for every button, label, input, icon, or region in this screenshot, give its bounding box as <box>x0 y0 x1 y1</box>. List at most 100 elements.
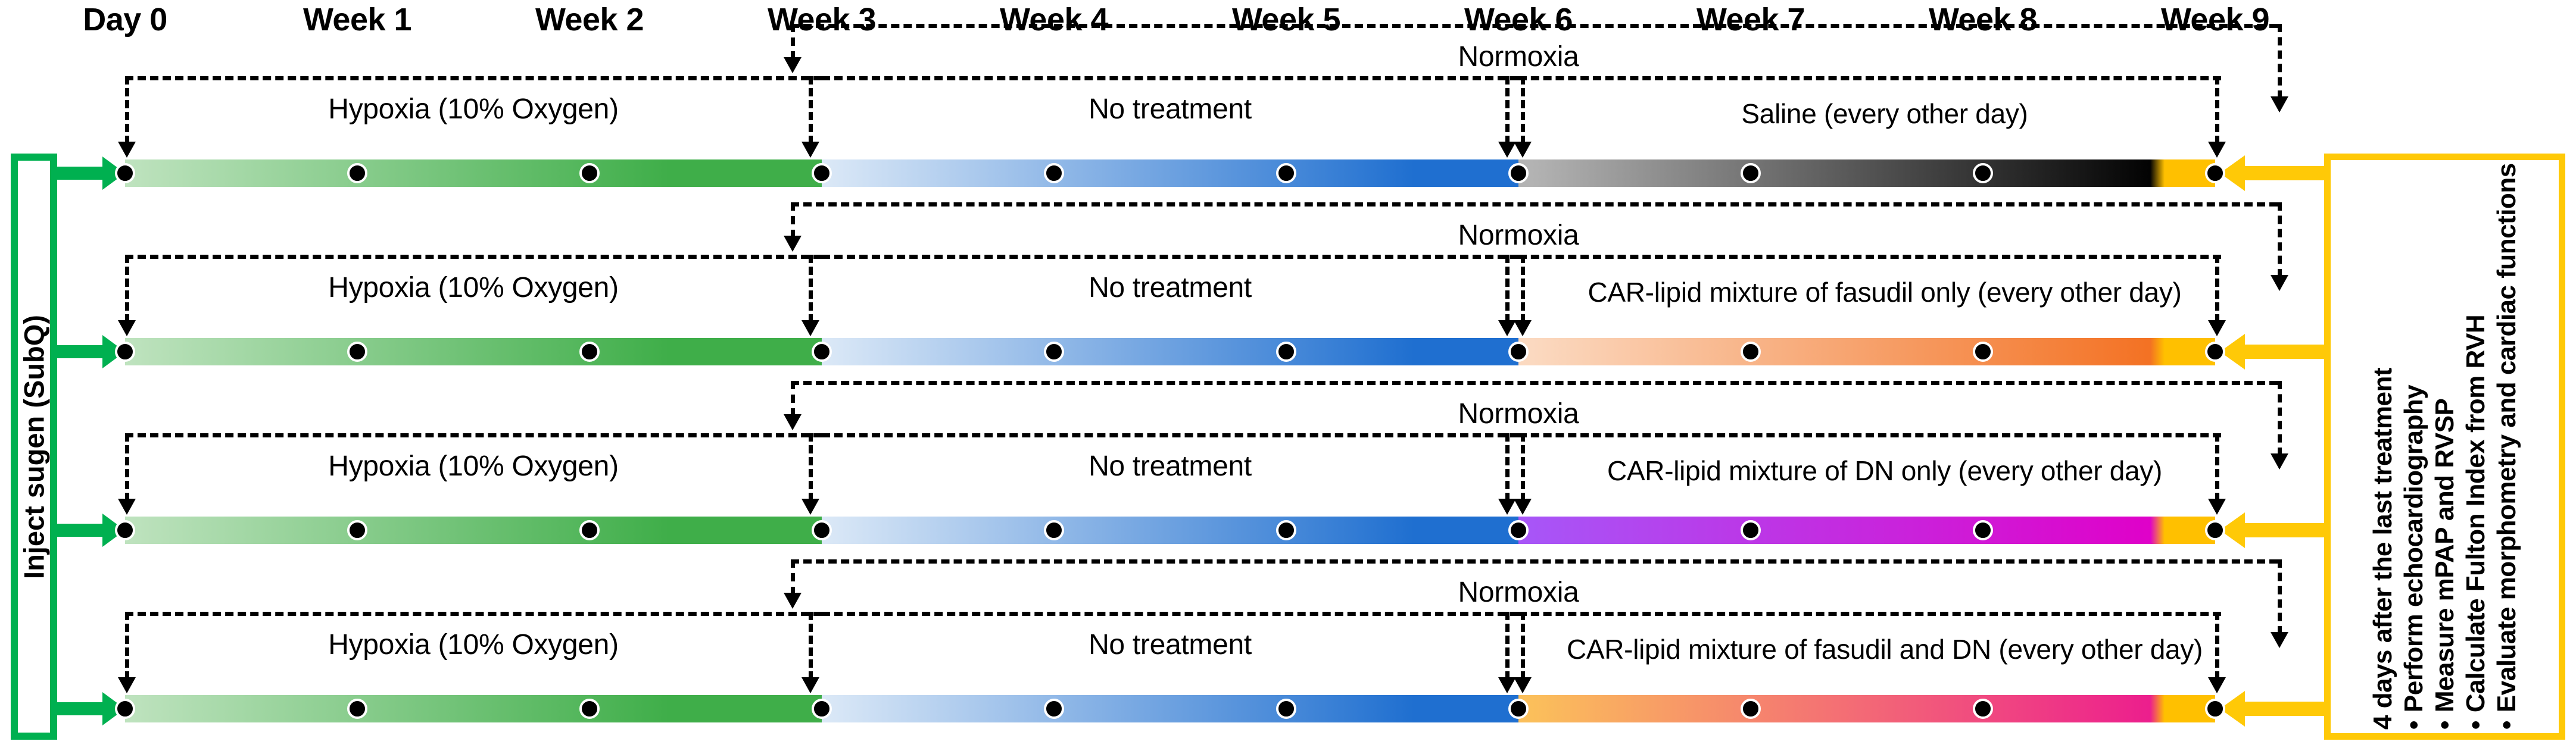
hypoxia-bracket <box>125 612 822 616</box>
outcome-arrow-0 <box>2244 166 2326 180</box>
outcome-arrow-1 <box>2244 345 2326 359</box>
no-treatment-end-stem <box>1505 255 1510 323</box>
timepoint-dot-7 <box>1741 699 1761 719</box>
treatment-bracket <box>1518 76 2221 80</box>
label-hypoxia: Hypoxia (10% Oxygen) <box>328 272 619 304</box>
timepoint-dot-8 <box>1973 163 1993 183</box>
label-normoxia: Normoxia <box>1458 398 1579 430</box>
hypoxia-bracket <box>125 255 822 259</box>
segment-treatment <box>1518 159 2215 187</box>
outcomes-box: 4 days after the last treatment • Perfor… <box>2324 154 2565 740</box>
timeline-bar <box>115 159 2225 187</box>
timepoint-dot-0 <box>115 520 135 540</box>
timepoint-dot-0 <box>115 342 135 362</box>
hypoxia-start-stem <box>125 612 129 680</box>
timepoint-dot-7 <box>1741 342 1761 362</box>
hypoxia-end-arrowhead <box>802 142 819 158</box>
timepoint-dot-2 <box>579 342 600 362</box>
outcome-item-label: Evaluate morphometry and cardiac functio… <box>2491 162 2521 712</box>
timepoint-dot-8 <box>1973 520 1993 540</box>
normoxia-start-arrowhead <box>784 57 802 73</box>
timepoint-label-1: Week 1 <box>302 2 412 37</box>
segment-recovery <box>2150 159 2215 187</box>
timepoint-dot-3 <box>812 163 832 183</box>
timepoint-dot-2 <box>579 520 600 540</box>
treatment-end-arrowhead <box>2208 320 2226 336</box>
label-no-treatment: No treatment <box>1089 629 1252 661</box>
hypoxia-bracket <box>125 433 822 437</box>
normoxia-end-arrowhead <box>2271 632 2288 648</box>
no-treatment-end-stem <box>1505 76 1510 144</box>
outcome-arrow-3 <box>2244 702 2326 716</box>
outcome-item: • Calculate Fulton Index from RVH <box>2461 314 2491 729</box>
normoxia-start-arrowhead <box>784 414 802 430</box>
timepoint-dot-1 <box>347 163 367 183</box>
timepoint-dot-9 <box>2205 342 2225 362</box>
no-treatment-end-stem <box>1505 433 1510 501</box>
inject-sugen-arrow-1 <box>50 345 104 358</box>
normoxia-start-arrowhead <box>784 593 802 609</box>
timepoint-dot-6 <box>1508 342 1529 362</box>
hypoxia-start-stem <box>125 433 129 501</box>
timepoint-dot-8 <box>1973 699 1993 719</box>
timepoint-label-9: Week 9 <box>2160 2 2270 37</box>
timepoint-dot-5 <box>1276 520 1296 540</box>
label-hypoxia: Hypoxia (10% Oxygen) <box>328 93 619 125</box>
segment-hypoxia <box>125 517 822 544</box>
outcome-item: • Measure mPAP and RVSP <box>2430 398 2460 729</box>
no-treatment-bracket <box>822 255 1518 259</box>
inject-sugen-box: Inject sugen (SubQ) <box>11 154 57 740</box>
normoxia-start-arrowhead <box>784 236 802 252</box>
normoxia-bracket <box>791 202 2278 207</box>
label-hypoxia: Hypoxia (10% Oxygen) <box>328 450 619 482</box>
timepoint-dot-4 <box>1044 342 1064 362</box>
label-no-treatment: No treatment <box>1089 450 1252 482</box>
no-treatment-end-arrowhead <box>1498 142 1516 158</box>
timepoint-label-4: Week 4 <box>999 2 1109 37</box>
timepoint-label-5: Week 5 <box>1231 2 1341 37</box>
timepoint-dot-4 <box>1044 520 1064 540</box>
inject-sugen-label: Inject sugen (SubQ) <box>18 314 50 579</box>
label-no-treatment: No treatment <box>1089 93 1252 125</box>
label-treatment: CAR-lipid mixture of DN only (every othe… <box>1607 455 2163 486</box>
timepoint-dot-1 <box>347 520 367 540</box>
treatment-bracket <box>1518 612 2221 616</box>
hypoxia-start-stem <box>125 255 129 323</box>
timepoint-dot-5 <box>1276 163 1296 183</box>
treatment-end-stem <box>2215 76 2219 144</box>
outcome-item: • Perform echocardiography <box>2399 384 2429 729</box>
no-treatment-end-arrowhead <box>1498 320 1516 336</box>
timepoint-dot-3 <box>812 699 832 719</box>
label-treatment: CAR-lipid mixture of fasudil only (every… <box>1588 277 2182 308</box>
treatment-end-arrowhead <box>2208 499 2226 515</box>
hypoxia-start-arrowhead <box>118 499 136 515</box>
segment-hypoxia <box>125 695 822 722</box>
label-treatment: Saline (every other day) <box>1741 98 2028 129</box>
normoxia-bracket <box>791 381 2278 385</box>
timepoint-dot-6 <box>1508 163 1529 183</box>
no-treatment-bracket <box>822 433 1518 437</box>
timepoint-label-0: Day 0 <box>83 2 167 37</box>
normoxia-end-arrowhead <box>2271 275 2288 291</box>
timepoint-dot-0 <box>115 163 135 183</box>
normoxia-start-stem <box>791 202 795 238</box>
timeline-bar <box>115 338 2225 365</box>
no-treatment-bracket <box>822 612 1518 616</box>
outcomes-title: 4 days after the last treatment <box>2368 367 2397 730</box>
treatment-bracket <box>1518 433 2221 437</box>
segment-recovery <box>2150 517 2215 544</box>
timepoint-dot-9 <box>2205 163 2225 183</box>
timepoint-dot-3 <box>812 520 832 540</box>
timepoint-label-8: Week 8 <box>1928 2 2038 37</box>
timepoint-label-2: Week 2 <box>535 2 644 37</box>
normoxia-end-stem <box>2278 24 2282 99</box>
hypoxia-end-arrowhead <box>802 320 819 336</box>
timeline-bar <box>115 695 2225 722</box>
timepoint-dot-3 <box>812 342 832 362</box>
normoxia-bracket <box>791 24 2278 28</box>
label-normoxia: Normoxia <box>1458 577 1579 608</box>
outcome-item: • Evaluate morphometry and cardiac funct… <box>2492 163 2522 730</box>
hypoxia-end-stem <box>809 433 813 501</box>
no-treatment-end-stem <box>1505 612 1510 680</box>
